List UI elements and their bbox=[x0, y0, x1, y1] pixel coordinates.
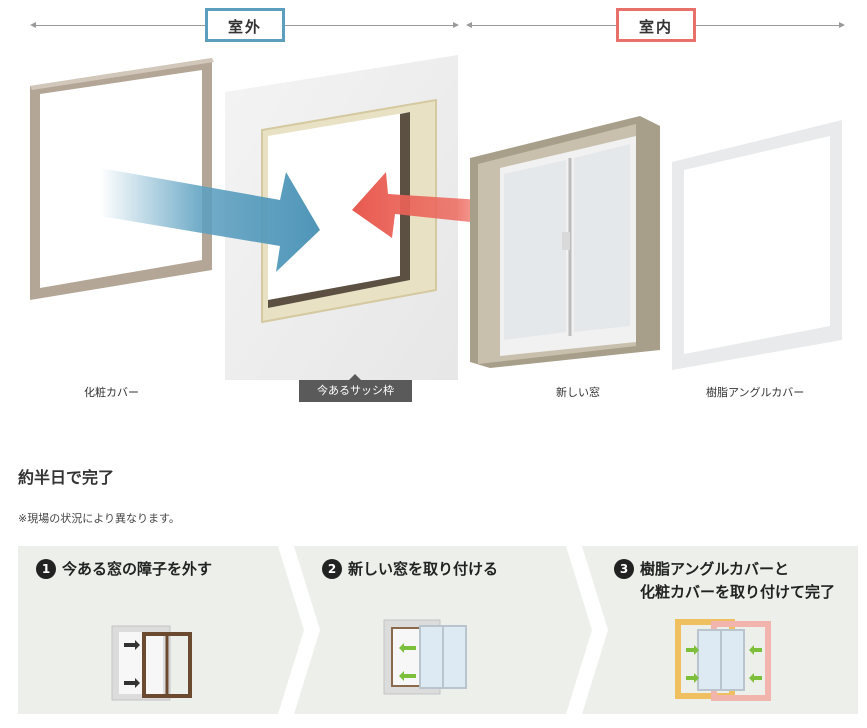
step-2-number: 2 bbox=[322, 559, 342, 579]
outdoor-badge: 室外 bbox=[205, 8, 285, 42]
step-1-text: 今ある窓の障子を外す bbox=[62, 560, 213, 578]
decorative-cover-caption: 化粧カバー bbox=[84, 386, 139, 399]
step-1-number: 1 bbox=[36, 559, 56, 579]
window-exploded-diagram bbox=[30, 55, 842, 380]
new-window-caption: 新しい窓 bbox=[556, 386, 600, 399]
resin-angle-cover bbox=[672, 120, 842, 370]
step-3-text-line2: 化粧カバーを取り付けて完了 bbox=[640, 583, 836, 601]
step-1-illustration bbox=[111, 625, 192, 701]
step-3-illustration bbox=[675, 619, 771, 701]
step-3-number: 3 bbox=[614, 559, 634, 579]
cold-air-arrow bbox=[100, 168, 320, 272]
step-3-text-line1: 樹脂アングルカバーと bbox=[640, 560, 789, 578]
resin-angle-cover-caption: 樹脂アングルカバー bbox=[706, 386, 805, 399]
step-2-text: 新しい窓を取り付ける bbox=[348, 560, 499, 578]
step-3-title: 3 樹脂アングルカバーと 化粧カバーを取り付けて完了 bbox=[614, 558, 835, 604]
indoor-badge: 室内 bbox=[616, 8, 696, 42]
existing-sash-caption: 今あるサッシ枠 bbox=[299, 374, 412, 402]
new-window bbox=[470, 116, 660, 368]
step-dividers bbox=[278, 546, 608, 714]
step-2-title: 2 新しい窓を取り付ける bbox=[322, 558, 498, 581]
step-1-title: 1 今ある窓の障子を外す bbox=[36, 558, 212, 581]
note-text: ※現場の状況により異なります。 bbox=[18, 512, 180, 525]
step-2-illustration bbox=[383, 619, 467, 695]
section-title: 約半日で完了 bbox=[18, 468, 115, 487]
